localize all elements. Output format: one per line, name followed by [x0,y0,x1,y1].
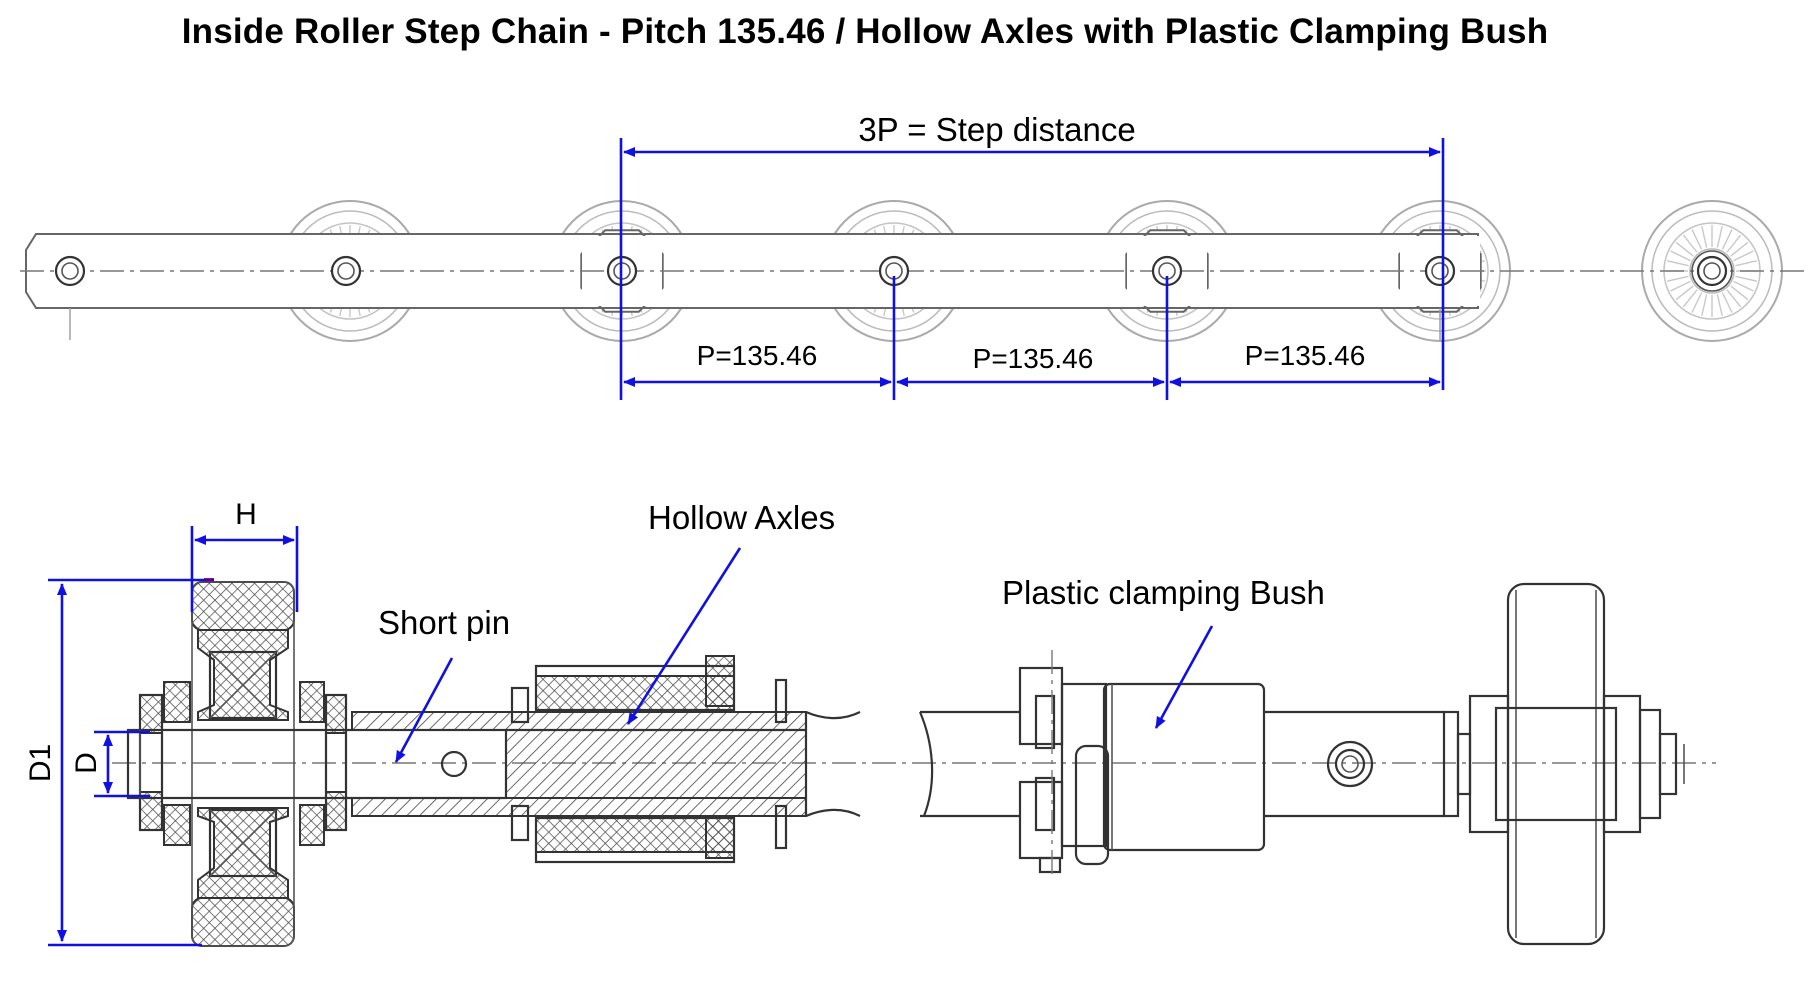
chain-pin [54,255,86,287]
plastic-clamping-bush [1018,650,1266,876]
pitch-label: P=135.46 [1245,340,1366,371]
chain-top-view: 3P = Step distance P=135.46 P=135.46 P=1… [20,111,1810,400]
dimension-h: H [190,498,299,612]
callout-short-pin: Short pin [378,604,510,763]
chain-pins [54,250,1733,292]
pitch-dimensions: P=135.46 P=135.46 P=135.46 [623,276,1441,400]
left-side-plates [138,681,348,846]
diagram-title: Inside Roller Step Chain - Pitch 135.46 … [181,12,1549,51]
short-pin [126,728,508,800]
pitch-label: P=135.46 [697,340,818,371]
axle-right-segment [918,710,1472,818]
dimension-d-label: D [70,752,103,774]
chain-pin [1424,255,1456,287]
pitch-label: P=135.46 [973,343,1094,374]
left-roller [191,578,295,947]
axle-link-block [510,655,788,864]
chain-pin [1691,250,1733,292]
hollow-axle [351,710,861,818]
axle-section-view: H D1 D Short pin Hollow Axles Plastic cl… [24,498,1716,947]
step-distance-label: 3P = Step distance [858,111,1135,148]
callout-hollow-axles: Hollow Axles [626,499,835,725]
dimension-h-label: H [235,498,257,531]
hollow-axles-label: Hollow Axles [648,499,835,536]
dimension-d1-label: D1 [24,744,57,782]
right-roller [1468,582,1685,946]
callout-plastic-bush: Plastic clamping Bush [1002,574,1325,729]
plastic-bush-label: Plastic clamping Bush [1002,574,1325,611]
chain-link-plates [25,229,1482,340]
dimension-d: D [70,730,150,798]
dimension-d1: D1 [24,578,214,947]
step-distance-dimension: 3P = Step distance [619,111,1445,400]
short-pin-label: Short pin [378,604,510,641]
chain-pin [330,255,362,287]
